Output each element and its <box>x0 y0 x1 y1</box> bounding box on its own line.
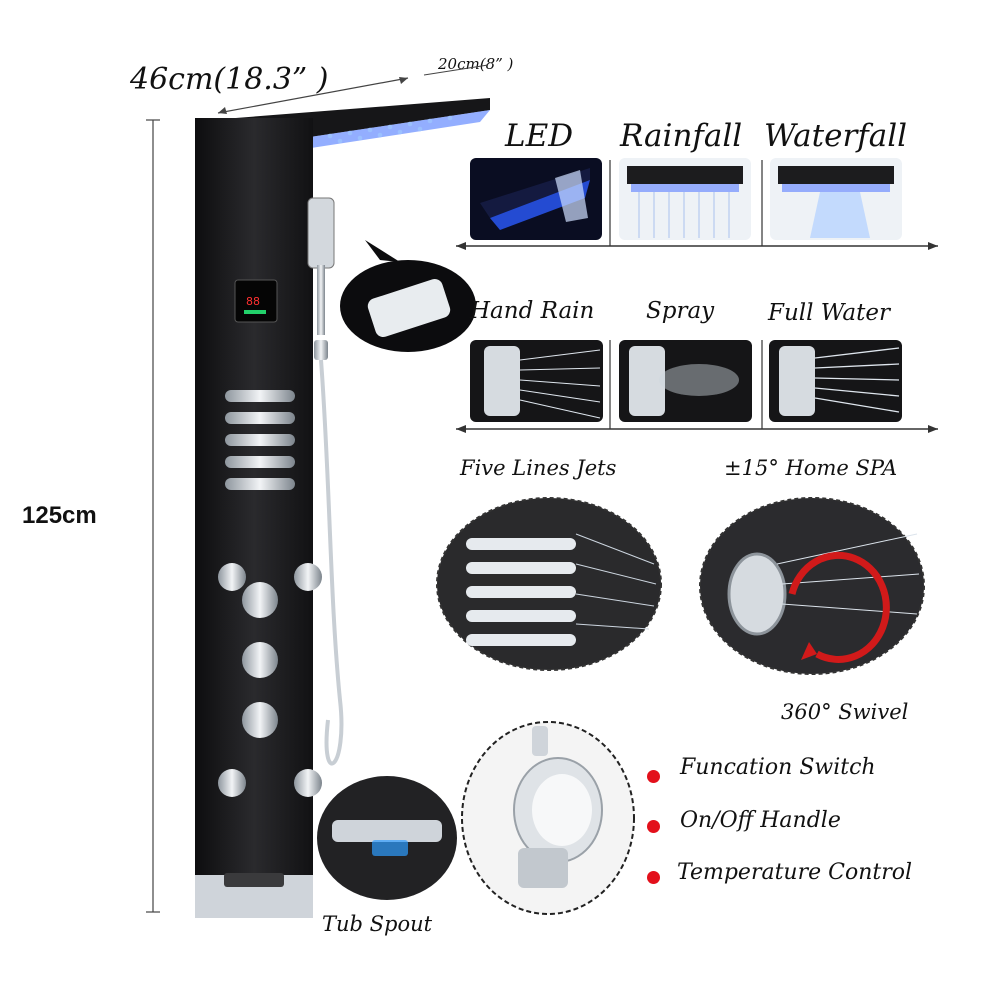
height-dimension-label: 125cm <box>22 502 97 529</box>
label-360-swivel: 360° Swivel <box>781 700 909 724</box>
shower-panel-illustration: 88 <box>195 98 490 918</box>
svg-text:88: 88 <box>246 295 260 308</box>
label-five-lines-jets: Five Lines Jets <box>460 456 617 480</box>
led-mode-photo <box>470 158 602 240</box>
label-tub-spout: Tub Spout <box>322 912 433 936</box>
bullet-dot <box>647 820 660 833</box>
bullet-dot <box>647 871 660 884</box>
label-full-water: Full Water <box>768 300 890 326</box>
label-hand-rain: Hand Rain <box>470 298 595 324</box>
label-spray: Spray <box>646 298 715 324</box>
bullet-dot <box>647 770 660 783</box>
feature-on-off-handle: On/Off Handle <box>680 808 841 833</box>
tub-spout-closeup <box>317 776 457 900</box>
label-led: LED <box>505 118 574 154</box>
label-waterfall: Waterfall <box>764 118 908 154</box>
home-spa-swivel-closeup <box>699 497 925 675</box>
waterfall-mode-photo <box>770 158 902 240</box>
feature-temperature-control: Temperature Control <box>677 860 913 885</box>
hand-rain-photo <box>470 340 603 422</box>
width-dimension-label: 46cm(18.3” ) <box>130 62 329 97</box>
hand-shower-zoom-bubble <box>340 240 476 352</box>
full-water-photo <box>769 340 902 422</box>
depth-dimension-label: 20cm(8” ) <box>438 55 514 73</box>
rainfall-mode-photo <box>619 158 751 240</box>
spray-photo <box>619 340 752 422</box>
five-lines-jets-closeup <box>436 497 662 671</box>
label-rainfall: Rainfall <box>620 118 743 154</box>
label-home-spa: ±15° Home SPA <box>724 456 898 480</box>
handle-closeup <box>461 721 635 915</box>
feature-function-switch: Funcation Switch <box>680 755 876 780</box>
